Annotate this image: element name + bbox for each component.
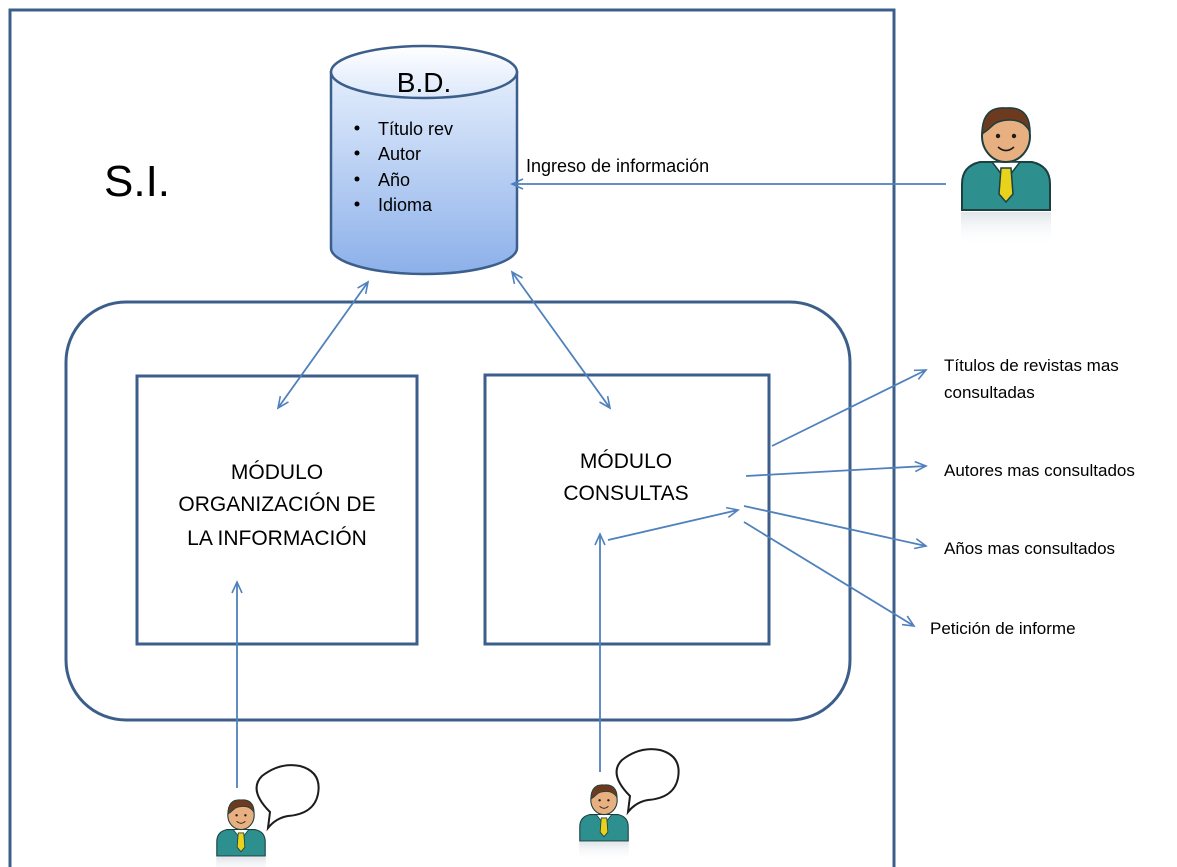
database-field: Título rev [378,119,453,139]
modules-container [64,300,852,722]
output-label: Petición de informe [930,619,1076,638]
module-organizacion-line: MÓDULO [231,461,323,484]
database-field-list: Título rev Autor Año Idioma [354,119,453,215]
output-arrow-titulos [771,369,928,447]
speech-bubble-icon [255,764,320,832]
bullet [354,125,360,131]
database-field: Idioma [378,195,433,215]
output-arrow-peticion [743,521,916,628]
speech-bubble-icon [615,748,680,816]
system-label: S.I. [104,157,170,206]
output-arrow-autores [745,460,928,477]
module-consultas-line: CONSULTAS [563,482,688,505]
database-field: Año [378,170,410,190]
user-icon [215,799,267,867]
output-label: Títulos de revistas mas [944,356,1119,375]
database-icon [329,44,519,276]
user-icon [578,784,630,862]
database-organizacion-arrow [276,280,370,410]
module-organizacion-line: ORGANIZACIÓN DE [178,493,375,516]
output-label: consultadas [944,383,1035,402]
bullet [354,176,360,182]
system-frame [8,8,896,867]
input-flow-label: Ingreso de información [526,156,709,176]
module-organizacion-line: LA INFORMACIÓN [187,527,367,550]
consultas-request-arrow [607,506,740,541]
output-label: Años mas consultados [944,539,1115,558]
user-icon [960,106,1052,247]
bullet [354,201,360,207]
output-label: Autores mas consultados [944,461,1135,480]
output-arrow-anos [743,505,928,550]
module-consultas-box [483,373,771,646]
bullet [354,150,360,156]
module-consultas-line: MÓDULO [580,450,672,473]
database-consultas-arrow [510,270,612,410]
database-field: Autor [378,144,421,164]
database-title: B.D. [397,67,451,98]
